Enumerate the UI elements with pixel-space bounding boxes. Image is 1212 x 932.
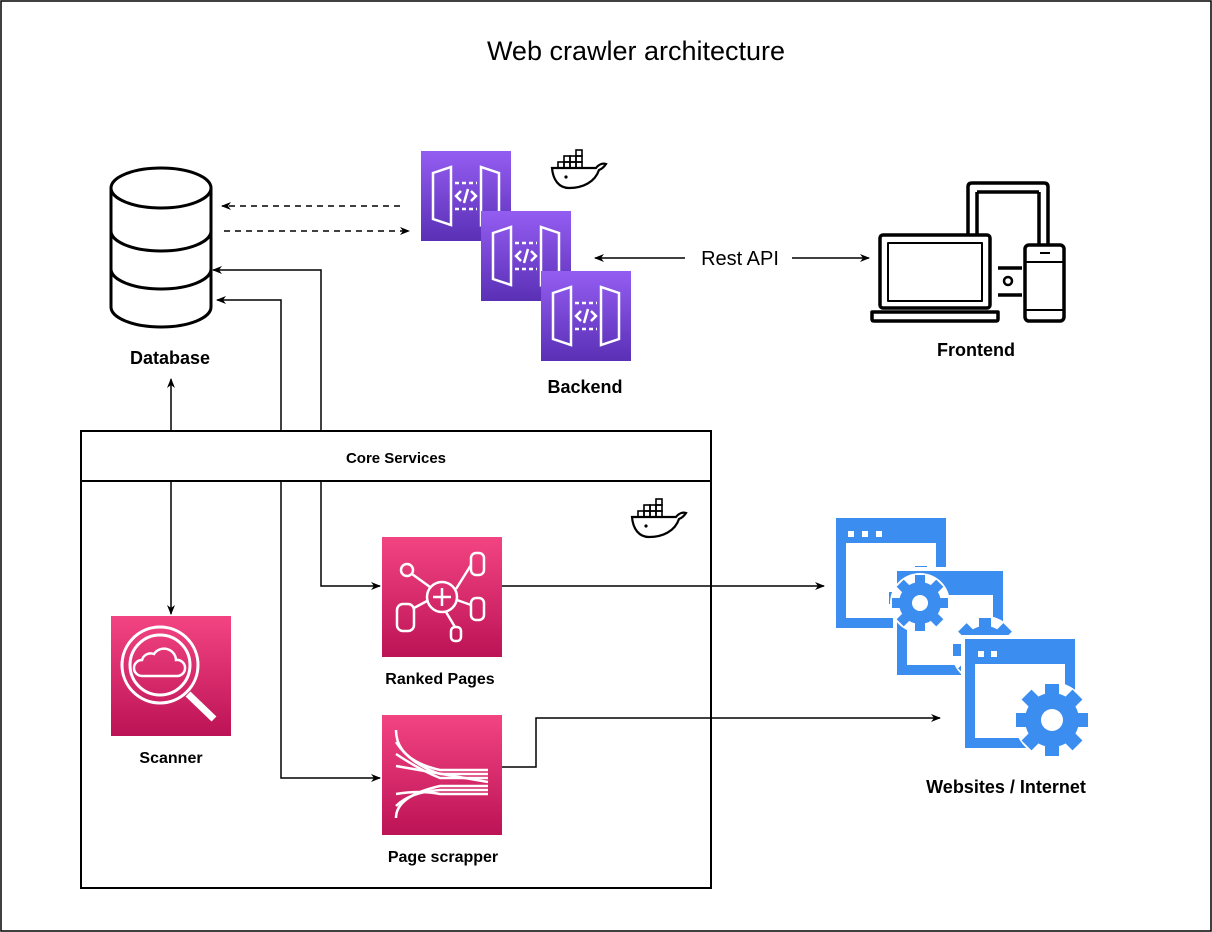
core-services-label: Core Services	[346, 450, 446, 467]
scanner-label: Scanner	[139, 750, 202, 767]
ranked-pages-node: Ranked Pages	[382, 537, 502, 688]
database-node: Database	[109, 166, 213, 368]
edge-core-to-database-upper	[212, 266, 322, 431]
database-label: Database	[130, 348, 210, 368]
frontend-label: Frontend	[937, 340, 1015, 360]
edge-core-to-ranked-pages	[320, 481, 381, 590]
database-icon	[109, 166, 213, 329]
ranked-pages-label: Ranked Pages	[385, 671, 494, 688]
page-scrapper-label: Page scrapper	[388, 849, 498, 866]
frontend-node: Frontend	[870, 181, 1066, 360]
scanner-node: Scanner	[111, 616, 231, 767]
docker-icon	[550, 148, 608, 190]
connectors	[167, 202, 941, 782]
web-browser-gear-icon	[836, 518, 1090, 758]
backend-node: Backend	[421, 148, 631, 397]
devices-icon	[870, 181, 1066, 323]
websites-label: Websites / Internet	[926, 777, 1086, 797]
websites-node: Websites / Internet	[836, 518, 1090, 797]
page-scrapper-node: Page scrapper	[382, 715, 502, 866]
rest-api-label: Rest API	[701, 248, 779, 270]
edge-page-scrapper-to-websites	[502, 714, 941, 768]
backend-label: Backend	[547, 377, 622, 397]
core-services-container: Core Services	[80, 430, 712, 889]
edge-core-to-page-scrapper	[280, 481, 381, 782]
edge-core-to-database-lower	[216, 296, 282, 431]
docker-icon	[630, 497, 688, 539]
api-gateway-icon	[541, 271, 631, 361]
diagram-title: Web crawler architecture	[487, 36, 785, 66]
